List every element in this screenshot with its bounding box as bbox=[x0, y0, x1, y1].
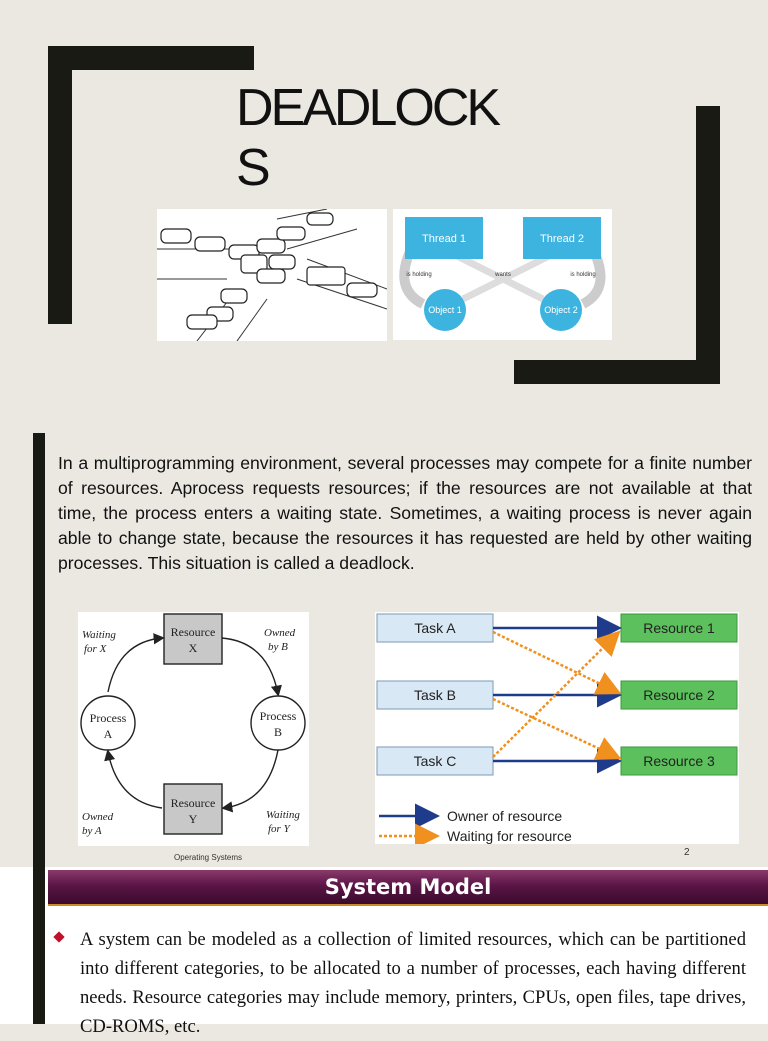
process-b-label: Process bbox=[260, 709, 297, 723]
thread-2-box bbox=[523, 217, 601, 259]
owned-by-b-line2: by B bbox=[268, 641, 288, 653]
resource-1-label: Resource 1 bbox=[643, 620, 715, 636]
object-2-label: Object 2 bbox=[544, 305, 578, 315]
thread-2-label: Thread 2 bbox=[540, 233, 584, 245]
bullet-diamond-icon bbox=[53, 931, 65, 943]
task-a-box bbox=[376, 613, 494, 643]
deadlock-definition-paragraph: In a multiprogramming environment, sever… bbox=[58, 453, 752, 573]
traffic-gridlock-image bbox=[157, 208, 388, 342]
waiting-for-y-line2: for Y bbox=[268, 823, 292, 835]
owned-by-a-line2: by A bbox=[82, 825, 102, 837]
deadlock-definition-slide: In a multiprogramming environment, sever… bbox=[0, 433, 768, 867]
resource-cycle-diagram: Resource X Resource Y Process A Process … bbox=[78, 612, 309, 846]
resource-x-box bbox=[163, 613, 223, 665]
waiting-for-x-line1: Waiting bbox=[82, 629, 116, 641]
owned-by-a-line1: Owned bbox=[82, 811, 114, 823]
is-holding-right-label: is holding bbox=[570, 272, 595, 278]
wants-label: wants bbox=[494, 272, 511, 278]
process-a-label: Process bbox=[90, 711, 127, 725]
traffic-gridlock-illustration bbox=[157, 208, 388, 342]
thread-deadlock-svg: Thread 1 Thread 2 Object 1 Object 2 is h… bbox=[399, 217, 606, 331]
object-1-label: Object 1 bbox=[428, 305, 462, 315]
title-line-2: S bbox=[236, 139, 271, 197]
resource-3-label: Resource 3 bbox=[643, 753, 715, 769]
waiting-for-y-line1: Waiting bbox=[266, 809, 300, 821]
waiting-for-x-line2: for X bbox=[84, 643, 108, 655]
task-resource-svg: Task A Task B Task C Resource 1 Resource… bbox=[376, 613, 738, 849]
resource-cycle-svg: Resource X Resource Y Process A Process … bbox=[80, 613, 306, 837]
process-b-letter: B bbox=[274, 725, 282, 739]
title-slide: DEADLOCK S bbox=[0, 0, 768, 432]
frame-bracket-top bbox=[48, 46, 254, 70]
object-2-circle bbox=[540, 289, 582, 331]
resource-1-box bbox=[620, 613, 738, 643]
system-model-slide: System Model A system can be modeled as … bbox=[0, 867, 768, 1037]
resource-y-box bbox=[163, 783, 223, 835]
is-holding-left-label: is holding bbox=[406, 272, 431, 278]
task-a-label: Task A bbox=[414, 620, 456, 636]
legend-owner-label: Owner of resource bbox=[447, 808, 562, 824]
resource-y-letter: Y bbox=[189, 812, 198, 826]
task-b-label: Task B bbox=[414, 687, 456, 703]
title-banner: System Model bbox=[48, 870, 768, 906]
footer-course-name: Operating Systems bbox=[174, 853, 243, 862]
task-resource-diagram: Task A Task B Task C Resource 1 Resource… bbox=[375, 612, 739, 849]
frame-bracket-bottom bbox=[514, 360, 720, 384]
thread-1-box bbox=[405, 217, 483, 259]
resource-x-label: Resource bbox=[171, 625, 216, 639]
slide-title: DEADLOCK S bbox=[236, 78, 536, 198]
page-number: 2 bbox=[684, 847, 690, 858]
process-a-circle bbox=[80, 695, 136, 751]
task-b-box bbox=[376, 680, 494, 710]
resource-2-box bbox=[620, 680, 738, 710]
process-b-circle bbox=[250, 695, 306, 751]
object-1-circle bbox=[424, 289, 466, 331]
thread-1-label: Thread 1 bbox=[422, 233, 466, 245]
resource-y-label: Resource bbox=[171, 796, 216, 810]
process-a-letter: A bbox=[104, 727, 113, 741]
legend-waiting-label: Waiting for resource bbox=[447, 828, 572, 844]
task-c-label: Task C bbox=[414, 753, 457, 769]
resource-x-letter: X bbox=[189, 641, 198, 655]
title-line-1: DEADLOCK bbox=[236, 79, 501, 137]
owned-by-b-line1: Owned bbox=[264, 627, 296, 639]
frame-bracket-right bbox=[696, 106, 720, 384]
resource-2-label: Resource 2 bbox=[643, 687, 715, 703]
left-accent-bar bbox=[33, 867, 45, 1024]
frame-bracket-left bbox=[48, 46, 72, 324]
left-accent-bar bbox=[33, 433, 45, 867]
system-model-title: System Model bbox=[324, 875, 492, 899]
thread-deadlock-diagram: Thread 1 Thread 2 Object 1 Object 2 is h… bbox=[393, 209, 612, 340]
